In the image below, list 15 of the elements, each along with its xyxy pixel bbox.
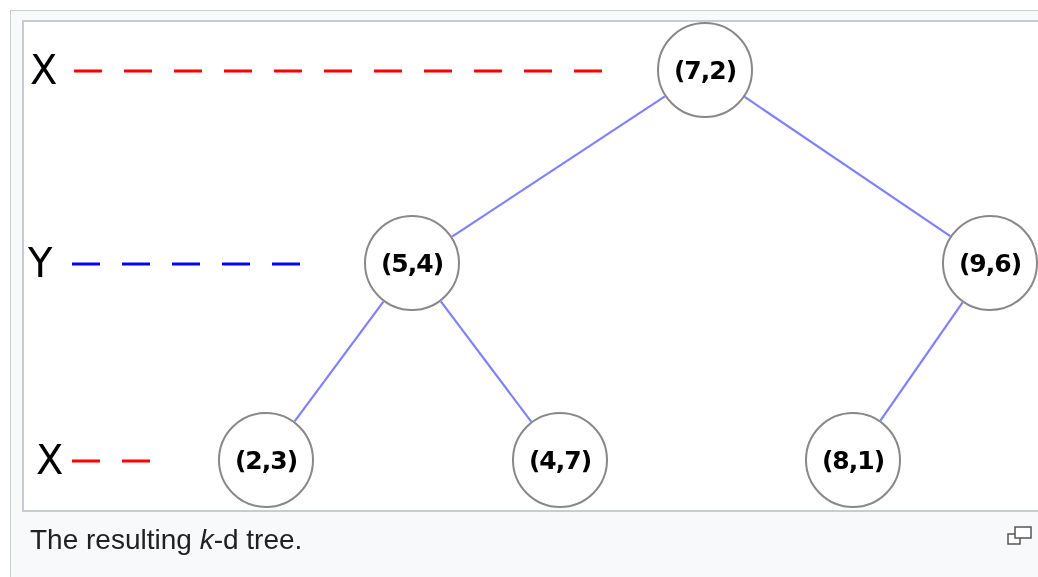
- node-label: (4,7): [528, 445, 592, 475]
- tree-edge: [451, 95, 666, 238]
- level-axis-label: X: [36, 440, 64, 480]
- node-label: (8,1): [821, 445, 885, 475]
- level-axis-label: Y: [28, 243, 53, 283]
- tree-edge: [439, 300, 533, 423]
- figure-caption: The resulting k-d tree.: [30, 524, 303, 556]
- node-label: (7,2): [673, 55, 737, 85]
- tree-edge: [744, 96, 951, 237]
- node-label: (9,6): [958, 248, 1022, 278]
- tree-edge: [293, 300, 385, 423]
- node-label: (5,4): [380, 248, 444, 278]
- tree-edge: [879, 301, 964, 422]
- node-label: (2,3): [234, 445, 298, 475]
- level-axis-label: X: [30, 50, 58, 90]
